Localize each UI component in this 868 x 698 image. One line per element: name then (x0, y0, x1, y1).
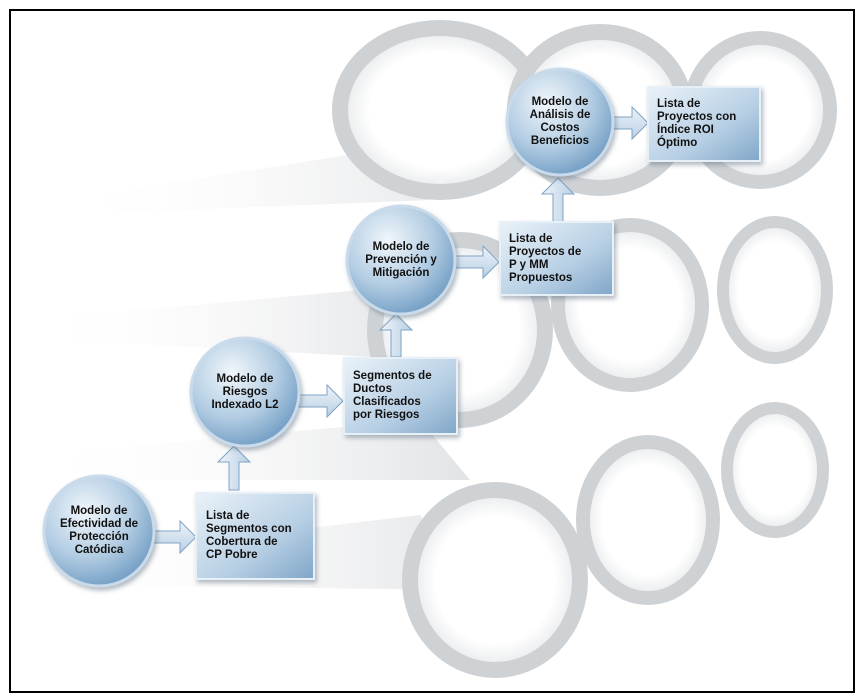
node-prevencion (345, 204, 457, 316)
arrows (147, 105, 649, 555)
box-segmentos-cp (195, 492, 315, 580)
arrow-right (296, 383, 344, 419)
box-segmentos-ductos (343, 357, 458, 435)
arrow-right (611, 105, 649, 141)
pipe-end (402, 482, 588, 678)
pipe-streak (60, 150, 430, 215)
arrow-up (540, 177, 576, 223)
arrow-up (378, 313, 414, 358)
output-boxes (195, 86, 761, 580)
node-costos (505, 67, 615, 177)
pipe-end (721, 402, 829, 538)
box-proyectos-roi (647, 86, 761, 162)
node-riesgos (189, 336, 301, 448)
arrow-up (216, 445, 252, 491)
box-proyectos-pmm (499, 221, 614, 296)
pipe-streak (30, 290, 430, 360)
arrow-right (454, 244, 500, 280)
node-proteccion (42, 474, 156, 588)
pipe-end (576, 435, 720, 605)
pipe-end (717, 216, 833, 364)
model-nodes (42, 67, 615, 588)
